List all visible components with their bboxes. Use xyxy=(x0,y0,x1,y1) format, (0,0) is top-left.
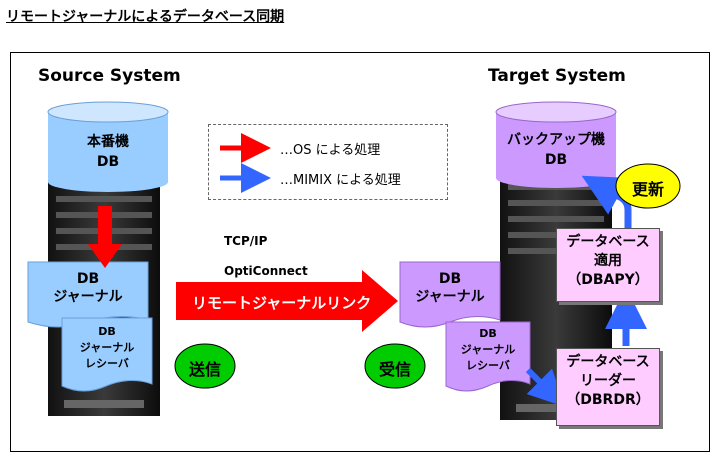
source-receiver-doc xyxy=(61,317,153,392)
dbrdr-line3: （DBRDR） xyxy=(566,392,650,408)
source-db-label: 本番機 DB xyxy=(48,132,168,172)
dbapy-line2: 適用 xyxy=(594,253,622,269)
dbrdr-line1: データベース xyxy=(566,354,650,370)
legend-os-label: …OS による処理 xyxy=(280,143,381,158)
source-receiver-line3: レシーバ xyxy=(85,357,129,370)
target-receiver-line2: ジャーナル xyxy=(460,343,516,356)
receive-label: 受信 xyxy=(378,360,411,379)
diagram-frame xyxy=(10,52,710,452)
target-receiver-doc xyxy=(445,321,531,392)
target-db-line2: DB xyxy=(544,152,568,168)
target-db-line1: バックアップ機 xyxy=(507,132,605,148)
legend-box xyxy=(208,124,448,200)
source-receiver-line1: DB xyxy=(98,325,116,338)
target-receiver-line3: レシーバ xyxy=(466,359,510,372)
send-label: 送信 xyxy=(188,360,221,379)
source-journal-line2: ジャーナル xyxy=(53,289,123,305)
target-db-cylinder xyxy=(495,101,617,188)
dbrdr-line2: リーダー xyxy=(580,373,636,389)
source-db-line2: DB xyxy=(96,154,120,170)
update-label: 更新 xyxy=(631,180,664,199)
source-db-line1: 本番機 xyxy=(87,134,129,150)
dbapy-line3: （DBAPY） xyxy=(567,272,649,288)
dbapy-process-box: データベース 適用 （DBAPY） xyxy=(556,228,660,302)
legend-mimix-label: …MIMIX による処理 xyxy=(280,173,401,188)
target-db-label: バックアップ機 DB xyxy=(496,130,616,170)
source-receiver-label: DB ジャーナル レシーバ xyxy=(62,324,152,372)
mimix-arrow-receiver-to-dbrdr xyxy=(525,367,565,407)
target-journal-label: DB ジャーナル xyxy=(400,270,500,306)
page-title: リモートジャーナルによるデータベース同期 xyxy=(6,9,285,25)
source-receiver-line2: ジャーナル xyxy=(79,341,135,354)
send-oval xyxy=(174,343,236,389)
protocol-opticonnect: OptiConnect xyxy=(224,264,308,278)
source-system-title: Source System xyxy=(38,66,181,86)
update-oval xyxy=(615,163,681,209)
dbrdr-process-box: データベース リーダー （DBRDR） xyxy=(556,348,660,426)
protocol-tcpip: TCP/IP xyxy=(224,234,268,248)
target-system-title: Target System xyxy=(488,66,626,86)
receive-oval xyxy=(364,343,426,389)
remote-journal-link-arrow xyxy=(176,270,398,332)
remote-journal-link-label: リモートジャーナルリンク xyxy=(192,294,372,312)
source-journal-label: DB ジャーナル xyxy=(28,270,148,306)
target-receiver-line1: DB xyxy=(479,327,497,340)
source-db-cylinder xyxy=(47,101,169,192)
source-journal-line1: DB xyxy=(76,271,100,287)
target-receiver-label: DB ジャーナル レシーバ xyxy=(446,326,530,374)
dbapy-line1: データベース xyxy=(566,234,650,250)
target-journal-line1: DB xyxy=(438,271,462,287)
target-journal-line2: ジャーナル xyxy=(415,289,485,305)
os-arrow-down xyxy=(88,206,122,268)
